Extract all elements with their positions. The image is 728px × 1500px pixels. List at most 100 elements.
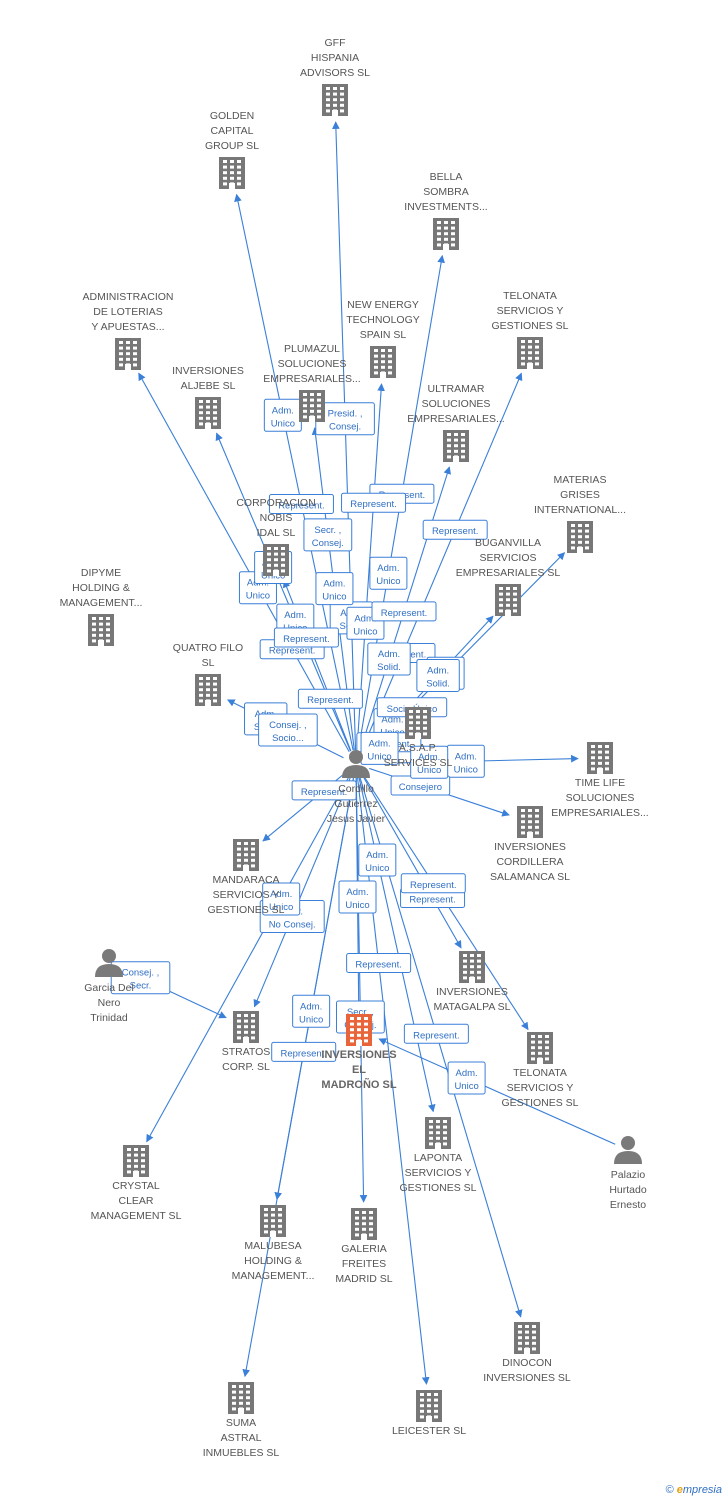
role-label[interactable]: Consej. ,Secr.: [110, 961, 171, 995]
role-label-text: Adm.: [354, 613, 376, 624]
edge-palazio-madrono: [378, 1038, 616, 1145]
role-label[interactable]: Adm.Unico: [358, 843, 397, 877]
role-label[interactable]: Represent.: [422, 519, 488, 540]
node-label: NOBIS: [260, 512, 293, 524]
node-label: SERVICIOS Y: [405, 1167, 472, 1179]
node-label: TELONATA: [503, 290, 557, 302]
building-icon: [195, 397, 221, 429]
building-icon: [517, 337, 543, 369]
role-label[interactable]: Represent.: [271, 1041, 337, 1062]
role-label[interactable]: Represent.: [273, 627, 339, 648]
role-label[interactable]: Represent.: [346, 953, 412, 974]
role-label-text: Adm.: [427, 665, 449, 676]
role-label-text: Represent.: [409, 894, 455, 905]
node-label: EMPRESARIALES...: [551, 807, 648, 819]
role-label-text: Adm.: [456, 1068, 478, 1079]
role-label-text: Adm.: [323, 579, 345, 590]
node-label: CRYSTAL: [112, 1180, 160, 1192]
role-label[interactable]: Adm. Solid.: [416, 658, 460, 692]
edge-cordillo-suma: [242, 777, 355, 1378]
role-label[interactable]: Adm.Unico: [315, 572, 354, 606]
role-label[interactable]: Adm.Unico: [262, 882, 301, 916]
role-label[interactable]: Represent.: [268, 493, 334, 514]
node-label: SOMBRA: [423, 186, 469, 198]
role-label[interactable]: Represent.: [341, 492, 407, 513]
node-label: ULTRAMAR: [428, 383, 485, 395]
role-label-text: Represent.: [278, 500, 324, 511]
node-label: Y APUESTAS...: [91, 321, 164, 333]
brand-name: mpresia: [682, 1484, 722, 1496]
role-label[interactable]: Represent.: [291, 780, 357, 801]
role-label[interactable]: Adm.Unico: [263, 398, 302, 432]
building-icon: [233, 1011, 259, 1043]
company-node-bella[interactable]: BELLASOMBRAINVESTMENTS...: [404, 171, 488, 250]
role-label[interactable]: Secr. ,Consej.: [303, 518, 353, 552]
node-label: Cordillo: [338, 783, 374, 795]
role-label[interactable]: Adm.Unico: [447, 1061, 486, 1095]
role-label-text: Solid.: [426, 678, 450, 689]
node-label: MANAGEMENT...: [232, 1270, 315, 1282]
node-label: Palazio: [611, 1169, 646, 1181]
edge-cordillo-gff: [332, 121, 357, 751]
node-label: INMUEBLES SL: [203, 1447, 280, 1459]
role-label[interactable]: Consej. ,Socio...: [258, 713, 318, 747]
company-node-asap[interactable]: A.S.A.P.SERVICES SL: [384, 707, 453, 769]
node-label: EL: [352, 1064, 366, 1076]
role-label[interactable]: Adm.Unico: [338, 880, 377, 914]
company-node-leicester[interactable]: LEICESTER SL: [392, 1390, 466, 1437]
building-icon: [433, 218, 459, 250]
role-label[interactable]: Adm.Unico: [446, 744, 485, 778]
role-label[interactable]: Adm.Unico: [292, 994, 331, 1028]
company-node-ultramar[interactable]: ULTRAMARSOLUCIONESEMPRESARIALES...: [407, 383, 505, 462]
role-label[interactable]: Represent.: [297, 688, 363, 709]
role-label[interactable]: Represent.: [371, 601, 437, 622]
building-icon: [233, 839, 259, 871]
node-label: LAPONTA: [414, 1152, 462, 1164]
node-label: SERVICES SL: [384, 757, 453, 769]
role-label-text: Unico: [299, 1014, 323, 1025]
node-label: SPAIN SL: [360, 329, 407, 341]
node-label: GESTIONES SL: [491, 320, 568, 332]
empresia-brand[interactable]: ©empresia: [666, 1484, 722, 1496]
role-label[interactable]: Represent.: [400, 873, 466, 894]
role-label[interactable]: Represent.: [403, 1023, 469, 1044]
role-label[interactable]: Consejero: [390, 775, 451, 796]
node-label: SALAMANCA SL: [490, 871, 570, 883]
role-label-text: Consej.: [329, 422, 361, 433]
building-icon: [587, 742, 613, 774]
role-label[interactable]: Adm.Unico: [360, 731, 399, 765]
company-node-timelife[interactable]: TIME LIFESOLUCIONESEMPRESARIALES...: [551, 742, 649, 819]
role-label[interactable]: Adm.Solid.: [367, 642, 411, 676]
node-label: INTERNATIONAL...: [534, 504, 626, 516]
role-label[interactable]: Adm.Unico: [369, 556, 408, 590]
role-label[interactable]: Adm.Unico: [410, 745, 449, 779]
node-label: SERVICIOS Y: [213, 889, 280, 901]
company-node-materias[interactable]: MATERIASGRISESINTERNATIONAL...: [534, 474, 626, 553]
company-node-plumazul[interactable]: PLUMAZULSOLUCIONESEMPRESARIALES...: [263, 343, 361, 422]
